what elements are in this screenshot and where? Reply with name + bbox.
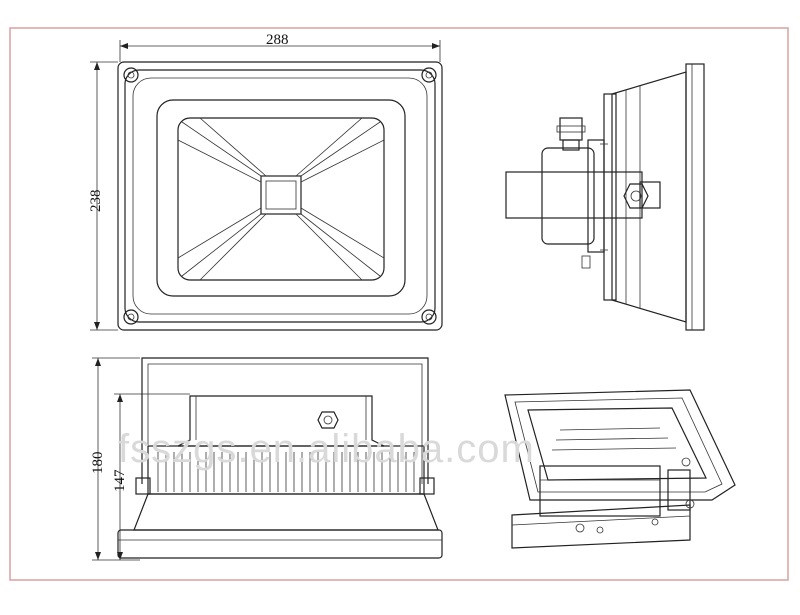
heatsink-fins: [157, 452, 415, 492]
total-height-dimension-label: 180: [90, 452, 106, 475]
watermark-text: fsszgs.en.alibaba.com: [118, 427, 535, 471]
front-view: 288 238: [88, 32, 443, 331]
side-view: [505, 63, 705, 331]
height-dimension-label: 238: [88, 190, 104, 213]
bottom-view: 180 147: [90, 357, 443, 561]
isometric-view: [504, 389, 736, 549]
page-frame: [9, 27, 789, 581]
width-dimension-label: 288: [266, 32, 289, 48]
body-height-dimension-label: 147: [112, 469, 128, 492]
